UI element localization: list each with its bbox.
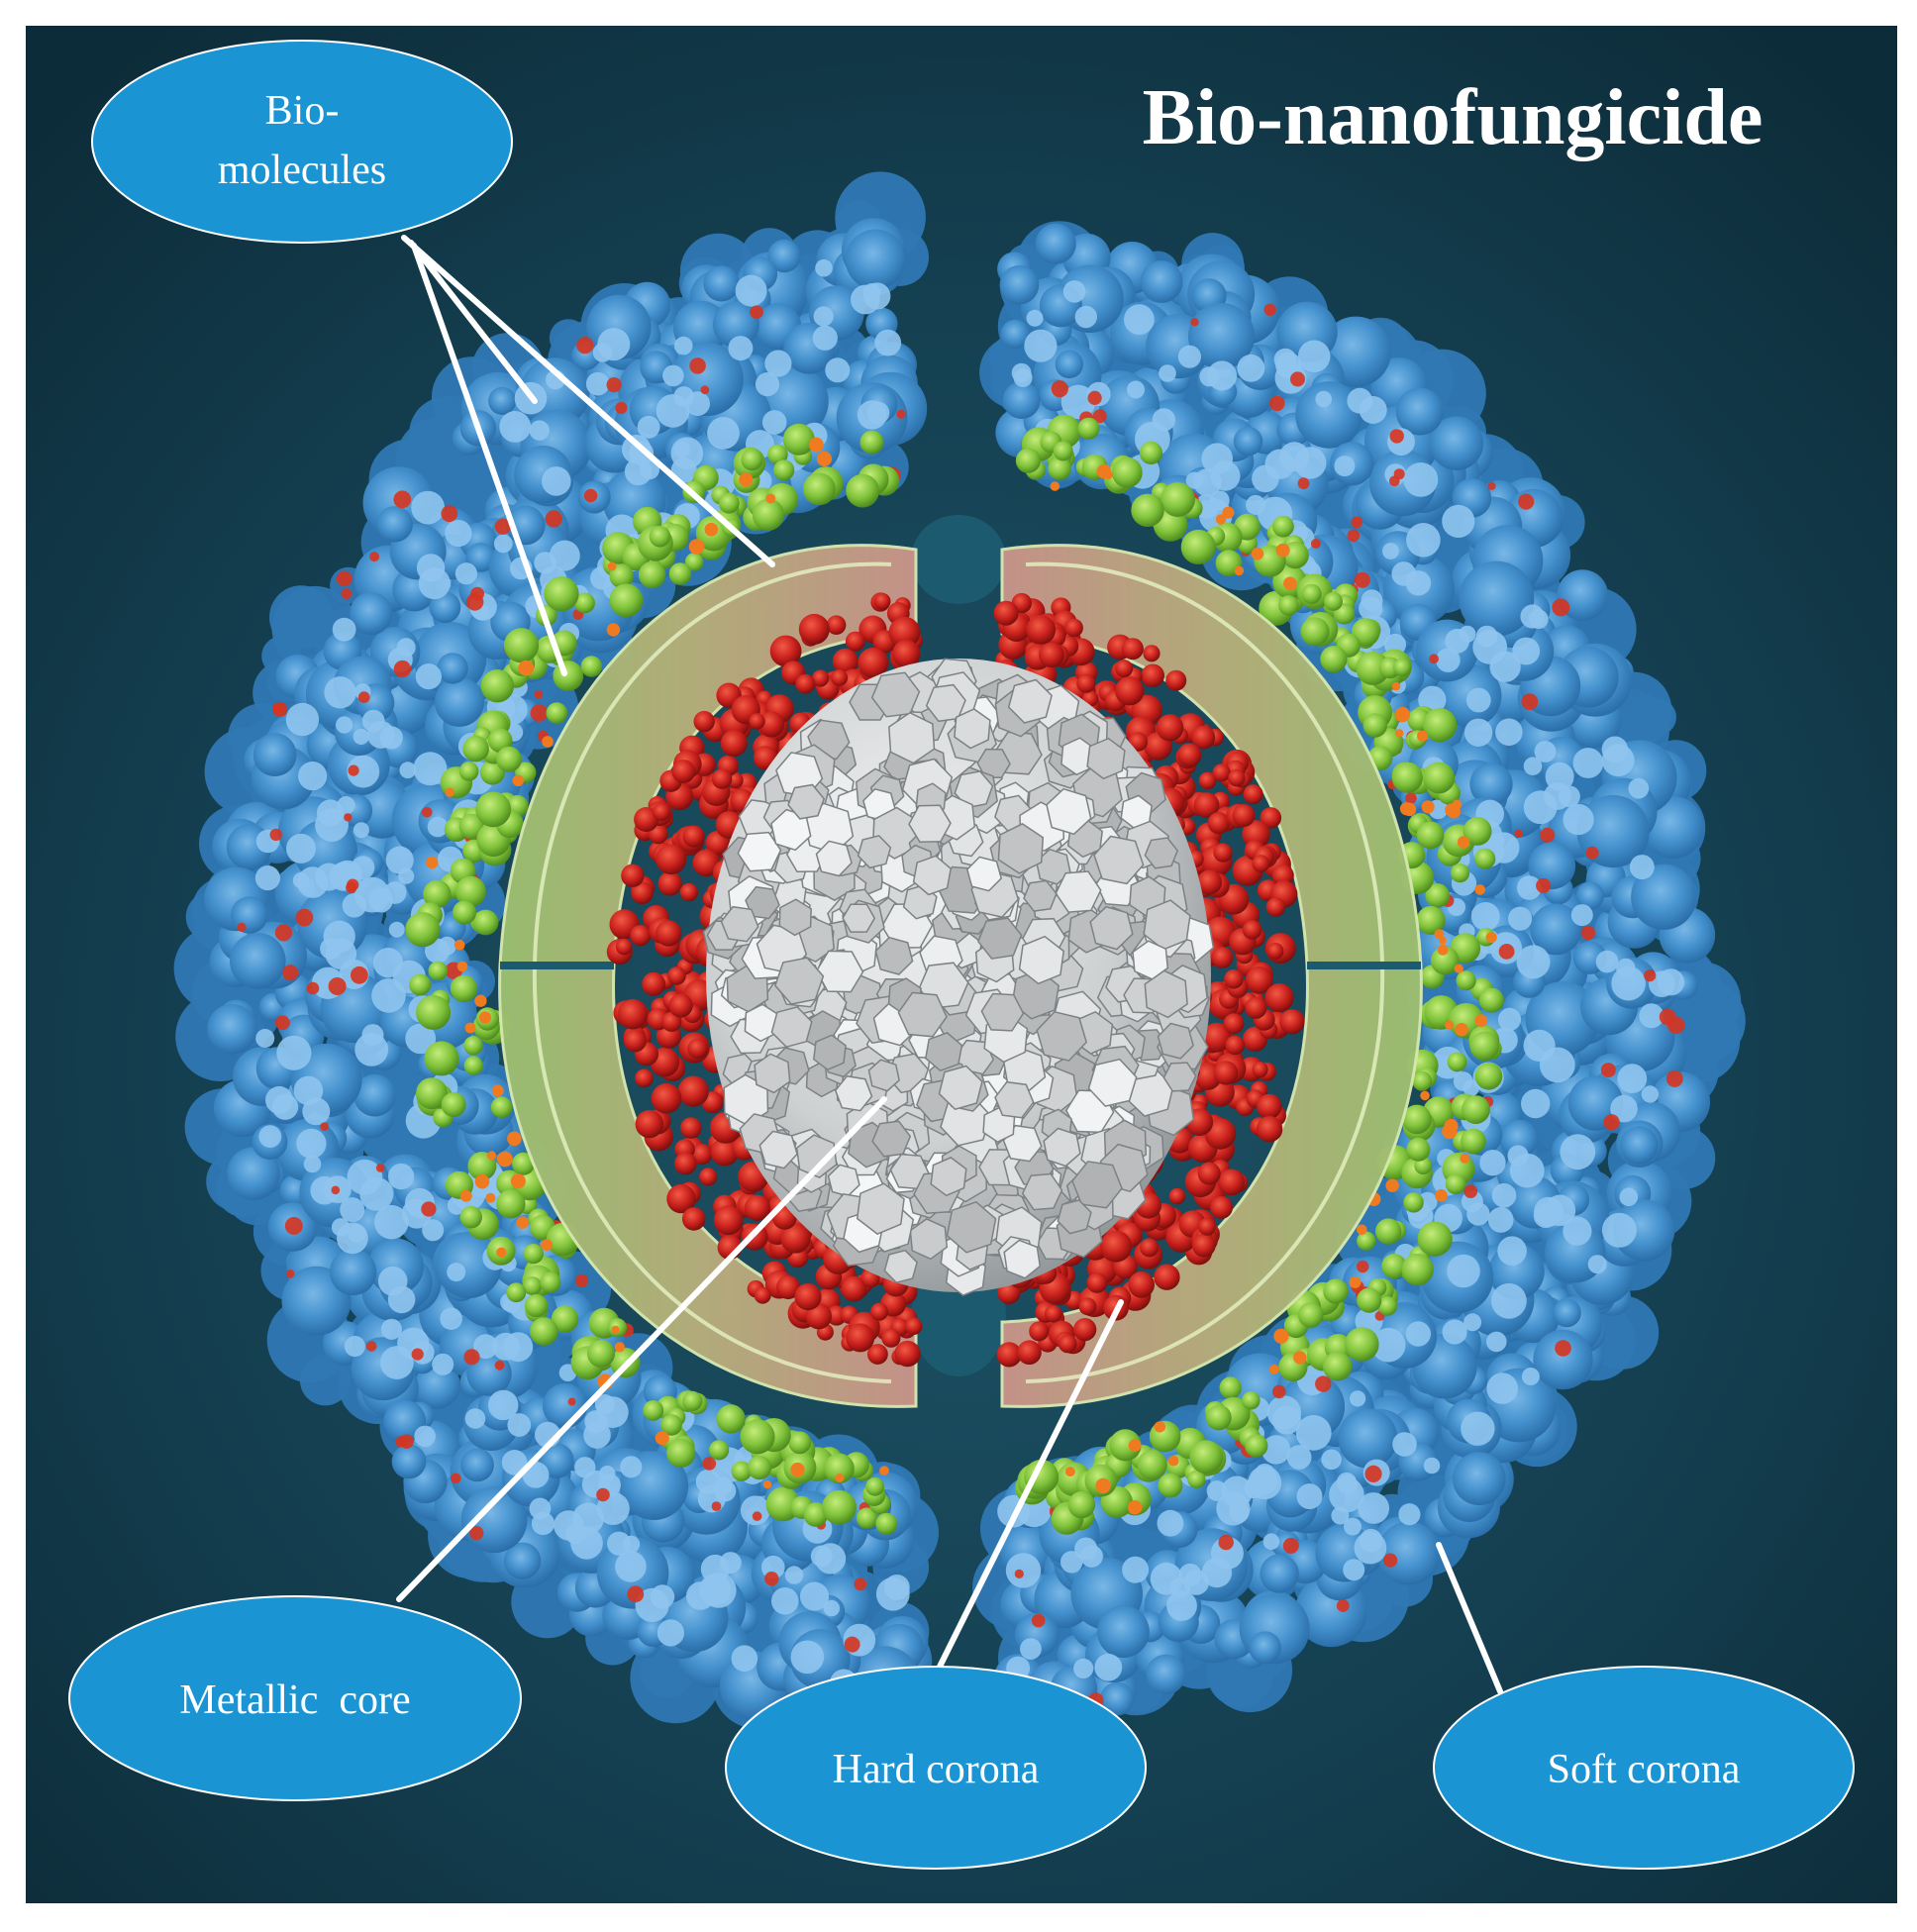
leader-line-biomolecules-2 — [408, 240, 538, 404]
leader-line-metallic-core — [396, 1096, 887, 1602]
metallic-core-label: Metallic core — [179, 1678, 410, 1723]
leader-lines — [396, 235, 1503, 1694]
leader-line-biomolecules-3 — [411, 243, 567, 676]
label-metallic-core: Metallic core — [68, 1595, 522, 1801]
hard-corona-shell — [498, 544, 1423, 1408]
soft-corona-label: Soft corona — [1548, 1747, 1741, 1792]
biomolecules-label-line1: Bio- — [265, 88, 340, 134]
biomolecules-label-line2: molecules — [218, 148, 386, 193]
leader-line-biomolecules-1 — [401, 235, 775, 567]
figure-title: Bio-nanofungicide — [1143, 74, 1764, 161]
bubble-soft-corona — [1433, 1666, 1855, 1870]
leader-line-hard-corona — [936, 1299, 1124, 1672]
bubble-hard-corona — [725, 1666, 1147, 1870]
leader-line-soft-corona — [1436, 1542, 1503, 1694]
label-hard-corona: Hard corona — [725, 1666, 1147, 1870]
label-biomolecules: Bio- molecules — [91, 40, 513, 244]
hard-corona-label: Hard corona — [833, 1747, 1040, 1792]
bubble-metallic-core — [68, 1595, 522, 1801]
label-soft-corona: Soft corona — [1433, 1666, 1855, 1870]
bubble-biomolecules — [91, 40, 513, 244]
metallic-core — [702, 658, 1215, 1296]
